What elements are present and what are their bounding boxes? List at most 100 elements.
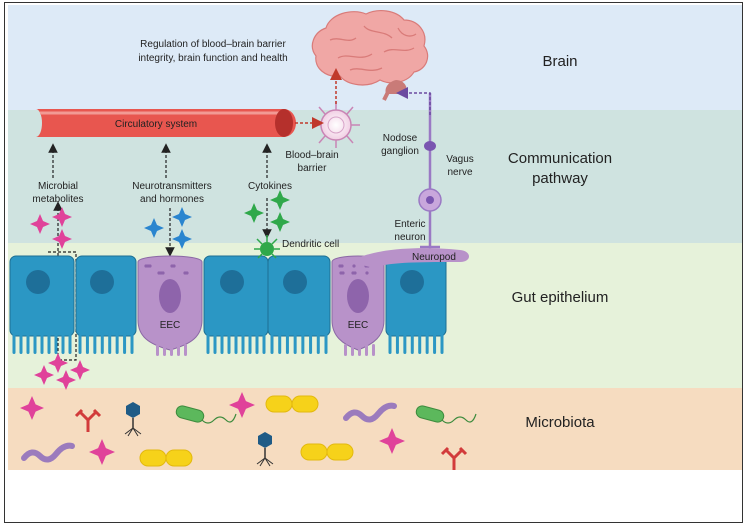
microvillus: [285, 330, 289, 354]
microvillus: [309, 330, 313, 354]
microvillus: [262, 330, 266, 354]
spirochete-icon: [21, 442, 75, 463]
spirochete-icon: [343, 402, 397, 423]
microvillus: [115, 330, 119, 354]
antibody-icon: [440, 446, 468, 470]
microvillus: [234, 330, 238, 354]
microvillus: [12, 330, 16, 354]
nodose-label-1: Nodose: [383, 133, 418, 144]
eec-label: EEC: [160, 320, 181, 331]
microvillus: [440, 330, 444, 354]
microvillus: [388, 330, 392, 354]
flagellated-bacterium-icon: [175, 405, 237, 424]
microvillus: [410, 330, 414, 354]
bbb-label-2: barrier: [298, 163, 328, 174]
microvillus: [403, 330, 407, 354]
arrow-vagus-to-brain-path: [396, 87, 431, 115]
circulatory-vessel: [36, 109, 296, 137]
microvillus: [93, 330, 97, 354]
microvillus: [47, 330, 51, 354]
microbial-label-2: metabolites: [32, 194, 83, 205]
microvillus: [227, 330, 231, 354]
epithelial-cell: [267, 255, 331, 354]
microbiota-band: [8, 388, 742, 470]
neuro-label-2: and hormones: [140, 194, 204, 205]
bacteriophage-icon: [256, 432, 274, 467]
microvillus: [270, 330, 274, 354]
bacteriophage-icon: [124, 402, 142, 437]
band-label-gut: Gut epithelium: [512, 289, 609, 306]
neuropod-extension: [350, 248, 469, 268]
metabolite-star: [379, 428, 405, 454]
enteric-label-2: neuron: [394, 232, 425, 243]
neuro-label-1: Neurotransmitters: [132, 181, 211, 192]
eec-cell: EEC: [331, 255, 385, 356]
microvillus: [100, 330, 104, 354]
microvillus: [206, 330, 210, 354]
metabolite-sparkle: [30, 214, 50, 234]
bacillus-pair-icon: [139, 449, 193, 467]
microvillus: [40, 330, 44, 354]
microvillus: [278, 330, 282, 354]
nodose-label-2: ganglion: [381, 146, 419, 157]
band-label-microbiota: Microbiota: [525, 414, 595, 431]
microvillus: [85, 330, 89, 354]
microvillus: [433, 330, 437, 354]
microvillus: [26, 330, 30, 354]
neurotransmitter-markers: [144, 207, 192, 249]
cytokines-label: Cytokines: [248, 181, 292, 192]
blood-brain-barrier-icon: [312, 101, 360, 148]
epithelial-cell: [75, 255, 137, 354]
microvillus: [78, 330, 82, 354]
eec-cell: EEC: [137, 255, 203, 356]
bbb-label-1: Blood–brain: [285, 150, 338, 161]
microbial-label-1: Microbial: [38, 181, 78, 192]
microvillus: [301, 330, 305, 354]
microvillus: [130, 330, 134, 354]
microvillus: [61, 330, 65, 354]
antibody-icon: [74, 408, 102, 432]
metabolite-star: [229, 392, 255, 418]
microvillus: [33, 330, 37, 354]
dendritic-label: Dendritic cell: [282, 239, 339, 250]
cytokine-markers: [244, 190, 290, 232]
dendritic-cell-icon: [254, 235, 280, 259]
metabolite-markers: [30, 207, 90, 390]
microvillus: [248, 330, 252, 354]
flagellated-bacterium-icon: [415, 405, 477, 424]
microvillus: [316, 330, 320, 354]
metabolite-star: [89, 439, 115, 465]
band-label-communication-1: Communication: [508, 150, 612, 167]
microvillus: [19, 330, 23, 354]
eec-label: EEC: [348, 320, 369, 331]
microvillus: [123, 330, 127, 354]
microvillus: [395, 330, 399, 354]
bacillus-pair-icon: [265, 395, 319, 413]
band-label-communication-2: pathway: [532, 170, 588, 187]
microvillus: [324, 330, 328, 354]
microvillus: [241, 330, 245, 354]
brain-icon: [311, 10, 429, 101]
epithelial-cell: [385, 255, 447, 354]
vagus-label-1: Vagus: [446, 154, 474, 165]
microvillus: [425, 330, 429, 354]
metabolite-sparkle: [48, 353, 68, 373]
epithelial-cell: [9, 255, 75, 354]
microvillus: [68, 330, 72, 354]
microvillus: [255, 330, 259, 354]
microbiota-organisms: [20, 392, 477, 470]
vagus-nerve: [418, 93, 442, 250]
regulation-text-2: integrity, brain function and health: [138, 53, 287, 64]
circulatory-label: Circulatory system: [115, 119, 197, 130]
epithelial-cell: [203, 255, 269, 354]
microvillus: [220, 330, 224, 354]
metabolite-star: [20, 396, 44, 420]
regulation-text-1: Regulation of blood–brain barrier: [140, 39, 286, 50]
microvillus: [418, 330, 422, 354]
metabolite-sparkle: [70, 360, 90, 380]
epithelial-cell-row: EEC EEC: [9, 255, 447, 356]
neuropod-label: Neuropod: [412, 252, 456, 263]
microvillus: [213, 330, 217, 354]
